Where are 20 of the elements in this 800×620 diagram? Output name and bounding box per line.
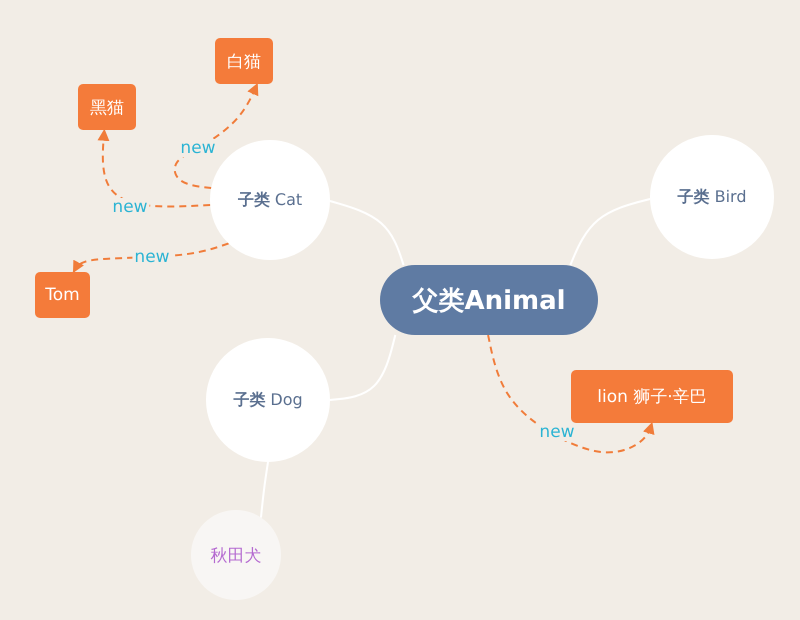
dashed-arrow xyxy=(98,128,210,208)
instance-box xyxy=(78,84,136,130)
node-label: Tom xyxy=(45,285,80,305)
instance-box xyxy=(571,370,733,423)
node-label: 子类 Bird xyxy=(678,186,746,208)
node-label: 白猫 xyxy=(227,50,261,72)
node-label: 父类Animal xyxy=(412,284,566,318)
edge-label: new xyxy=(537,423,577,441)
connector-line xyxy=(330,334,396,401)
node-label: 秋田犬 xyxy=(210,544,262,566)
instance-box xyxy=(35,272,90,318)
connector-line xyxy=(330,200,404,266)
connector-line xyxy=(260,462,269,518)
node-label: 黑猫 xyxy=(90,96,124,118)
node-label: 子类 Cat xyxy=(238,190,302,210)
dashed-arrow xyxy=(487,334,654,454)
node-label: lion 狮子·辛巴 xyxy=(597,386,707,408)
node-label: 子类 Dog xyxy=(233,390,303,410)
instance-box xyxy=(215,38,273,84)
connector-line xyxy=(569,198,650,266)
